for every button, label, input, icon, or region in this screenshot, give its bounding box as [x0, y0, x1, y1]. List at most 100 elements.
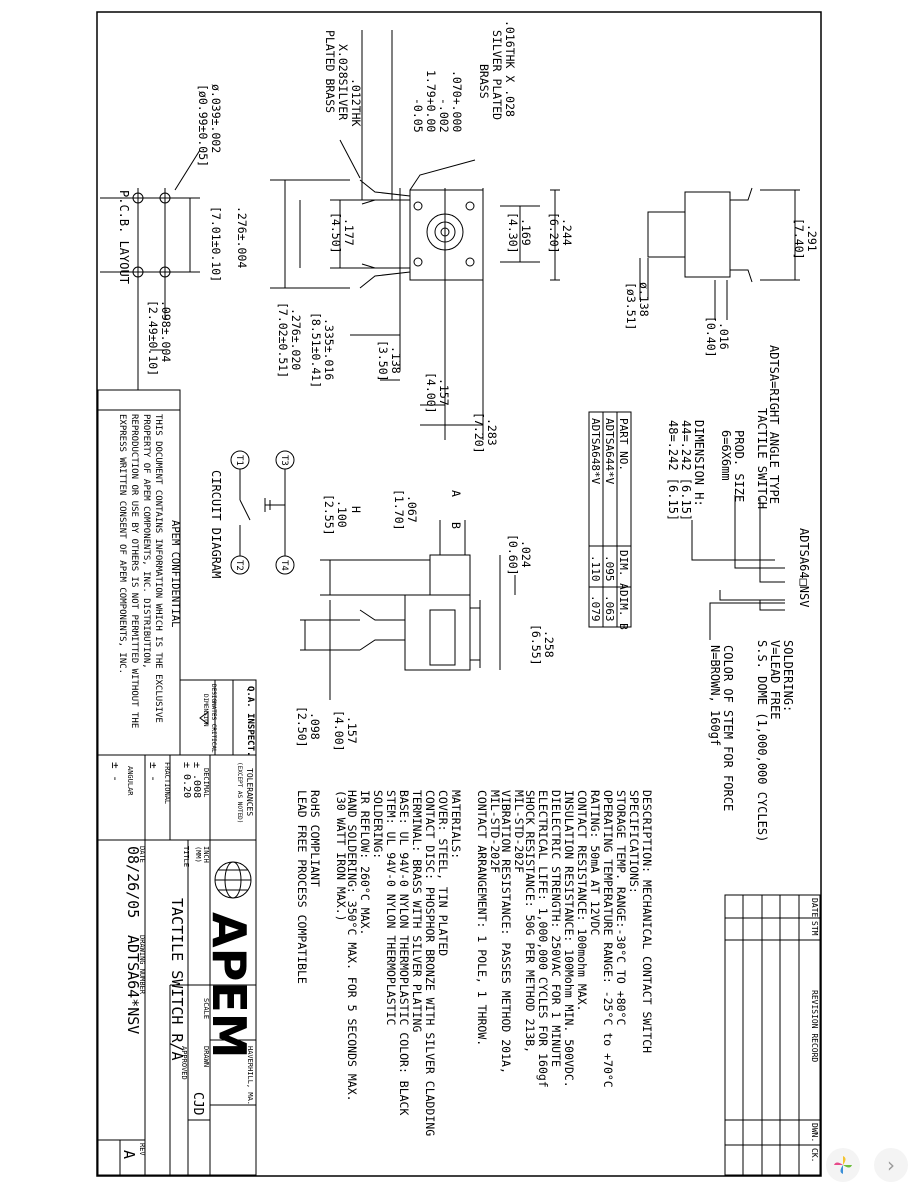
pcb-title: P.C.B. LAYOUT: [117, 190, 131, 284]
drawing-number: ADTSA64*NSV: [124, 935, 142, 1034]
circuit-t3: T3: [279, 455, 289, 466]
tol-sub: (EXCEPT AS NOTED): [236, 762, 243, 823]
parts-table-grid: [588, 411, 632, 628]
tol-angular-val: ± -: [109, 762, 122, 782]
tol-title: TOLERANCES: [245, 768, 254, 816]
dim-740: [7.40]: [792, 218, 806, 260]
confidential-title: APEM CONFIDENTIAL: [169, 520, 181, 627]
critical-note: DESIGNATES CRITICAL: [210, 684, 217, 753]
rev-col-dwn: DWN.: [810, 1123, 819, 1142]
spec-line: TERMINAL: BRASS WITH SILVER PLATING: [410, 790, 424, 1032]
spec-line: COVER: STEEL, TIN PLATED: [436, 790, 450, 956]
tol-070b: -.002: [437, 98, 451, 133]
spec-line: DIELECTRIC STRENGTH: 250VAC FOR 1 MINUTE: [549, 790, 563, 1067]
pt-r1c1: .110: [589, 555, 602, 582]
rev-col-date: DATE: [810, 898, 819, 917]
pn-type2: TACTILE SWITCH: [755, 408, 769, 509]
tol-fractional-val: ± -: [147, 762, 160, 782]
dim-138: .138: [389, 346, 403, 374]
side-400: [4.00]: [332, 710, 346, 752]
rev-col-title: REVISION RECORD: [810, 990, 819, 1062]
pt-r1c2: .079: [589, 595, 602, 622]
pcb-701: [7.01±0.10]: [209, 206, 223, 282]
pn-dome: S.S. DOME (1,000,000 CYCLES): [755, 640, 769, 842]
spec-line: VIBRATION RESISTANCE: PASSES METHOD 201A…: [499, 790, 513, 1074]
qa-inspect: Q.A. INSPECT.: [245, 686, 255, 756]
pn-stem-val: N=BROWN, 160gf: [708, 645, 722, 746]
drawing-title: TACTILE SWITCH R/A: [168, 898, 186, 1061]
pn-stem: COLOR OF STEM FOR FORCE: [721, 645, 735, 811]
pn-dimh-44: 44=.242 [6.15]: [679, 420, 693, 521]
spec-line: MIL-STD-202F: [488, 790, 502, 873]
pn-dimh: DIMENSION H:: [692, 420, 706, 507]
dim-851: [8.51±0.41]: [309, 312, 323, 388]
side-view-dims: A B H .024 [0.60] .067 [1.70] .100 [2.55…: [295, 489, 556, 752]
pt-r0c2: .063: [603, 595, 616, 622]
side-view-bottom: [300, 520, 516, 700]
confidential-line: EXPRESS WRITTEN CONSENT OF APEM COMPONEN…: [117, 414, 127, 674]
pn-code: ADTSA64□NSV: [797, 528, 811, 607]
dim-430: [4.30]: [506, 212, 520, 254]
spec-line: DESCRIPTION: MECHANICAL CONTACT SWITCH: [640, 790, 654, 1053]
confidential-line: REPRODUCTION OR USE BY OTHERS IS NOT PER…: [129, 414, 139, 728]
spec-line: CONTACT ARRANGEMENT: 1 POLE, 1 THROW.: [475, 790, 489, 1046]
spec-line: CONTACT DISC: PHOSPHOR BRONZE WITH SILVE…: [423, 790, 437, 1136]
dim-351: [ø3.51]: [624, 282, 638, 330]
circuit-title: CIRCUIT DIAGRAM: [209, 470, 223, 578]
top-view-dims: .291 [7.40] .016 [0.40] ø.138 [ø3.51] .2…: [276, 20, 819, 454]
spec-line: RoHS COMPLIANT: [308, 790, 322, 887]
spec-line: CONTACT RESISTANCE: 100mohm MAX.: [575, 790, 589, 1012]
side-655: [6.55]: [529, 624, 543, 666]
company-location: HAVERHILL, MA.: [246, 1046, 254, 1105]
dim-276: .276±.020: [289, 308, 303, 370]
terminal-b-3: PLATED BRASS: [323, 30, 337, 113]
terminal-a-3: BRASS: [477, 64, 491, 99]
pcb-hole-mm: [ø0.99±0.05]: [196, 84, 210, 167]
side-024: .024: [519, 540, 533, 568]
pn-size-val: 6=6X6mm: [719, 430, 733, 481]
date-label: DATE: [138, 846, 146, 863]
part-number-leaders: [691, 495, 785, 640]
pcb-hole: ø.039±.002: [209, 84, 223, 153]
circuit-t4: T4: [279, 560, 289, 571]
spec-line: MIL-STD-202F: [512, 790, 526, 873]
dim-702: [7.02±0.51]: [276, 302, 290, 378]
pt-r0c1: .095: [603, 555, 616, 582]
critical-note2: DIMENSION: [202, 694, 209, 727]
dwg-label: DRAWING NUMBER: [138, 935, 146, 995]
dim-400: [4.00]: [424, 372, 438, 414]
rev-col-stm: STM: [810, 921, 819, 936]
specifications: DESCRIPTION: MECHANICAL CONTACT SWITCH S…: [295, 790, 654, 1136]
spec-line: OPERATING TEMPERATURE RANGE: -25°C to +7…: [601, 790, 615, 1088]
viewer-logo-button[interactable]: [826, 1148, 860, 1182]
dim-283: .283: [485, 418, 499, 446]
spec-line: STORAGE TEMP. RANGE:-30°C TO +80°C: [614, 790, 628, 1025]
rev-col-ck: CK.: [810, 1148, 819, 1162]
circuit-diagram: [230, 450, 295, 575]
side-157: .157: [345, 716, 359, 744]
side-h: H: [349, 506, 363, 513]
side-250: [2.50]: [295, 706, 309, 748]
drawing-date: 08/26/05: [124, 846, 142, 918]
unit-mm: (MM): [194, 846, 202, 863]
pt-r0c0: ADTSA644*V: [603, 418, 616, 485]
spec-line: RATING: 50mA AT 12VDC: [588, 790, 602, 935]
dim-169: .169: [519, 218, 533, 246]
terminal-a-2: SILVER PLATED: [490, 30, 504, 120]
pn-type: ADTSA=RIGHT ANGLE TYPE: [767, 345, 781, 504]
spec-line: LEAD FREE PROCESS COMPATIBLE: [295, 790, 309, 984]
spec-line: HAND SOLDERING: 350°C MAX. FOR 5 SECONDS…: [345, 790, 359, 1102]
dim-016: .016: [717, 322, 731, 350]
dim-291: .291: [805, 224, 819, 252]
pn-size: PROD. SIZE: [732, 430, 746, 502]
rev-label: REV: [138, 1143, 146, 1156]
tol-179: 1.79+0.00: [424, 70, 438, 132]
next-page-button[interactable]: ›: [874, 1148, 908, 1182]
dim-720: [7.20]: [472, 412, 486, 454]
pcb-layout: [100, 149, 201, 390]
top-view: [270, 30, 560, 440]
drawn-value: CJD: [190, 1092, 205, 1116]
approved-label: APPROVED: [180, 1046, 188, 1080]
spec-line: STEM: UL 94V-0 NYLON THERMOPLASTIC: [384, 790, 398, 1025]
